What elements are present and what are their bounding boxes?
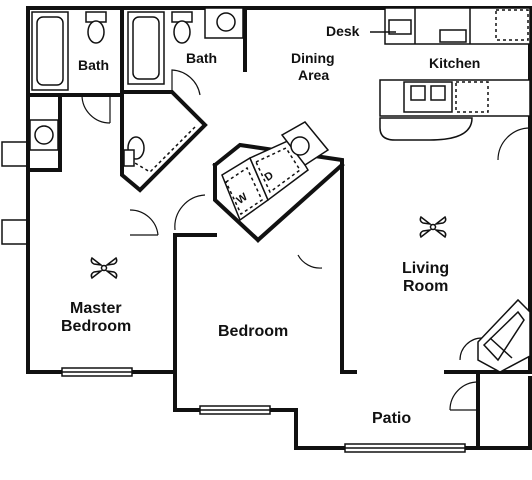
sink-master [34,125,54,145]
label-bath-left: Bath [78,57,109,73]
hall-closet [123,126,196,173]
fridge [495,9,529,41]
laundry: W D [221,121,330,222]
master-vanity [29,119,59,151]
label-patio: Patio [372,410,411,427]
water-heater [290,136,310,156]
label-living-1: Living [402,260,449,277]
label-bedroom: Bedroom [218,323,288,340]
interior-walls [26,6,532,450]
exterior-walls [1,6,532,450]
kitchen-fixtures [370,7,531,141]
label-kitchen: Kitchen [429,55,480,71]
toilet-left [87,20,105,44]
doors [81,69,531,411]
bath-right-fixtures [127,7,244,85]
exterior-bump-upper [1,141,29,167]
ceiling-fan-master [90,256,118,280]
windows [61,367,466,453]
exterior-bump-lower [1,219,29,245]
label-dining-1: Dining [291,50,335,66]
label-desk: Desk [326,23,360,39]
bath-left-fixtures [31,11,107,91]
label-bath-right: Bath [186,50,217,66]
label-master-1: Master [70,300,122,317]
kitchen-bar [379,117,473,141]
ceiling-fan-living [419,215,447,239]
label-living-2: Room [403,278,448,295]
fireplace [477,298,531,373]
toilet-right [173,20,191,44]
dishwasher [455,81,489,113]
label-dining-2: Area [298,67,329,83]
sink-right [216,12,236,32]
label-master-2: Bedroom [61,318,131,335]
